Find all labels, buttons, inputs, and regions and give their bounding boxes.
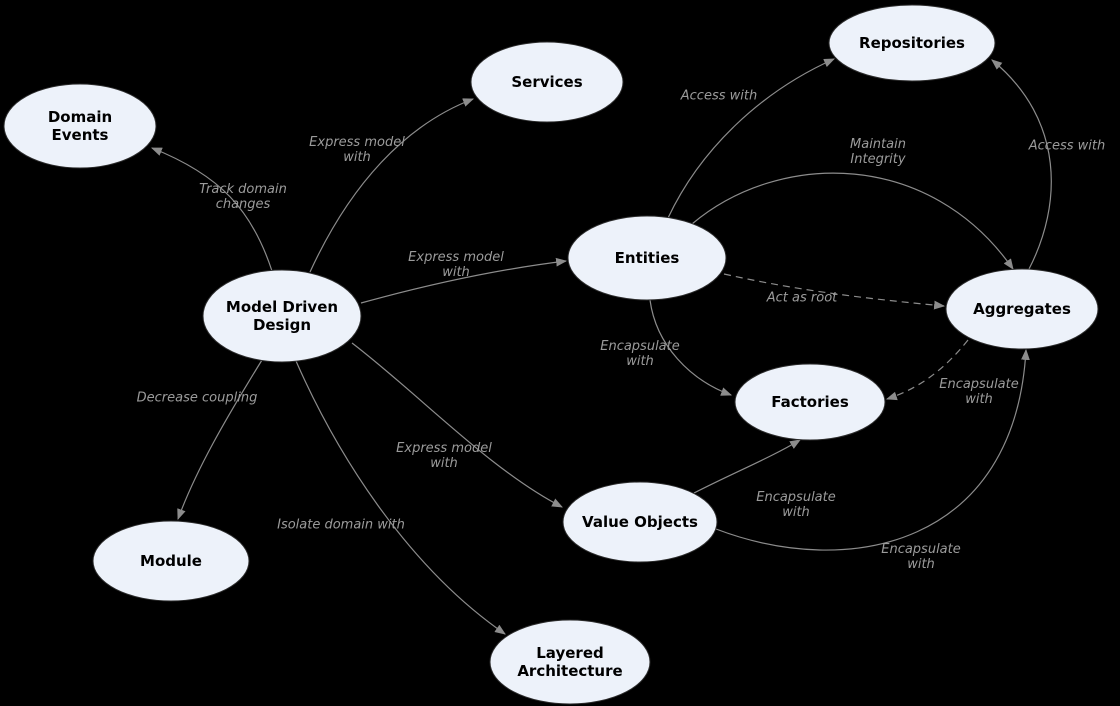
node-label-entities: Entities: [615, 249, 680, 267]
edge-access-with-aggregates-repositories: [991, 59, 1052, 270]
edge-express-model-value-objects: [351, 342, 563, 508]
node-value-objects: Value Objects: [562, 481, 718, 563]
node-label-module: Module: [140, 552, 202, 570]
edge-express-model-services: [309, 98, 475, 273]
node-repositories: Repositories: [828, 4, 996, 82]
edge-encapsulate-with-value-objects-aggregates: [715, 348, 1030, 551]
node-ellipse-layered-architecture: [489, 619, 651, 705]
edge-label-act-as-root: Act as root: [766, 291, 838, 306]
node-aggregates: Aggregates: [945, 268, 1099, 350]
node-ellipse-repositories: [828, 4, 996, 82]
node-label-factories: Factories: [771, 393, 849, 411]
node-label-services: Services: [511, 73, 582, 91]
edge-encapsulate-with-aggregates-factories: [885, 339, 969, 401]
edge-label-decrease-coupling: Decrease coupling: [137, 391, 258, 406]
edge-express-model-entities: [360, 257, 568, 304]
node-ellipse-aggregates: [945, 268, 1099, 350]
edge-decrease-coupling: [177, 359, 263, 521]
edge-track-domain-changes: [150, 147, 273, 272]
node-entities: Entities: [567, 215, 727, 301]
node-ellipse-services: [470, 41, 624, 123]
edge-label-access-with-aggregates-repositories: Access with: [1028, 139, 1105, 154]
edge-encapsulate-with-value-objects-factories: [693, 439, 801, 494]
edge-label-access-with-entities-repositories: Access with: [680, 89, 757, 104]
edge-label-isolate-domain-with: Isolate domain with: [277, 518, 405, 533]
node-ellipse-value-objects: [562, 481, 718, 563]
node-services: Services: [470, 41, 624, 123]
node-ellipse-factories: [734, 363, 886, 441]
node-label-value-objects: Value Objects: [582, 513, 698, 531]
node-module: Module: [92, 520, 250, 602]
edge-act-as-root: [723, 273, 946, 310]
edge-maintain-integrity: [691, 172, 1014, 270]
edge-isolate-domain-with: [295, 360, 506, 635]
node-ellipse-entities: [567, 215, 727, 301]
node-label-aggregates: Aggregates: [973, 300, 1071, 318]
node-factories: Factories: [734, 363, 886, 441]
node-ellipse-model-driven-design: [202, 269, 362, 363]
node-ellipse-module: [92, 520, 250, 602]
edge-access-with-entities-repositories: [667, 58, 836, 219]
node-ellipse-domain-events: [3, 83, 157, 169]
node-label-repositories: Repositories: [859, 34, 965, 52]
edge-encapsulate-with-entities-factories: [649, 299, 733, 396]
